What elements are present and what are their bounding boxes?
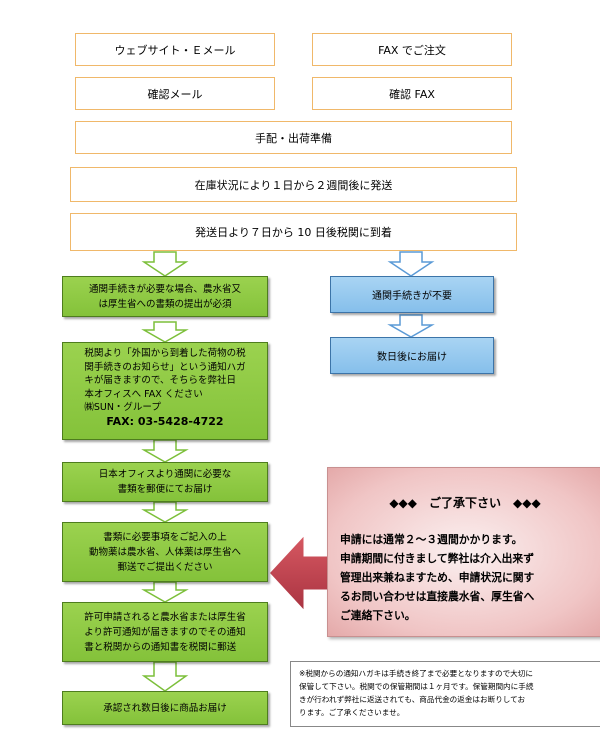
customs-not-required-box: 通関手続きが不要 — [330, 276, 494, 313]
confirm-email-box: 確認メール — [75, 77, 275, 110]
step4-line: 動物薬は農水省、人体薬は厚生省へ — [88, 546, 241, 558]
step2-line: 税関より「外国から到着した荷物の税 — [84, 348, 246, 359]
notice-line: 申請期間に付きまして弊社は介入出来ず — [340, 552, 535, 565]
arrival-label: 発送日より７日から 10 日後税関に到着 — [195, 226, 392, 239]
step4-line: 書類に必要事項をご記入の上 — [103, 531, 227, 543]
green-arrow-2 — [141, 321, 189, 343]
notice-line: 申請には通常２～３週間かかります。 — [340, 533, 523, 546]
fax-order-label: FAX でご注文 — [378, 43, 446, 57]
blue-arrow-2 — [387, 314, 435, 338]
footnote-line: ります。ご了承くださいませ。 — [299, 708, 405, 717]
footnote-line: 保管して下さい。税関での保管期間は１ヶ月です。保管期間内に手続 — [299, 682, 534, 691]
step4-line: 郵送でご提出ください — [117, 561, 213, 573]
notice-line: 管理出来兼ねますため、申請状況に関す — [340, 571, 535, 584]
notice-body: 申請には通常２～３週間かかります。 申請期間に付きまして弊社は介入出来ず 管理出… — [340, 530, 594, 625]
step3-line: 書類を郵便にてお届け — [117, 484, 213, 495]
right-step2-label: 数日後にお届け — [377, 352, 447, 363]
step5-line: 許可申請されると農水省または厚生省 — [84, 611, 246, 623]
step6-label: 承認され数日後に商品お届け — [103, 702, 227, 714]
permit-box: 許可申請されると農水省または厚生省 より許可通知が届きますのでその通知 書と税関… — [62, 602, 268, 662]
customs-notice-box: 税関より「外国から到着した荷物の税 関手続きのお知らせ」という通知ハガ キが届き… — [62, 342, 268, 440]
fax-number: FAX: 03-5428-4722 — [106, 414, 224, 428]
confirm-fax-box: 確認 FAX — [312, 77, 512, 110]
step1-line: は厚生省への書類の提出が必須 — [98, 298, 232, 310]
stock-label: 在庫状況により１日から２週間後に発送 — [194, 178, 393, 192]
arrange-box: 手配・出荷準備 — [75, 121, 512, 154]
web-email-box: ウェブサイト・Ｅメール — [75, 33, 275, 66]
customs-required-box: 通関手続きが必要な場合、農水省又 は厚生省への書類の提出が必須 — [62, 276, 268, 317]
green-arrow-6 — [141, 661, 189, 692]
blue-arrow-1 — [387, 251, 435, 277]
green-arrow-3 — [141, 439, 189, 463]
footnote-line: ※税関からの通知ハガキは手続き終了まで必要となりますので大切に — [299, 669, 533, 678]
arrange-label: 手配・出荷準備 — [255, 131, 332, 145]
step1-line: 通関手続きが必要な場合、農水省又 — [88, 283, 241, 295]
green-arrow-5 — [141, 581, 189, 603]
web-email-label: ウェブサイト・Ｅメール — [114, 43, 236, 57]
green-arrow-1 — [141, 251, 189, 277]
confirm-fax-label: 確認 FAX — [389, 87, 435, 101]
company-name: ㈱SUN・グループ — [84, 402, 161, 413]
arrival-box: 発送日より７日から 10 日後税関に到着 — [70, 213, 517, 251]
notice-panel: ◆◆◆ ご了承下さい ◆◆◆ 申請には通常２～３週間かかります。 申請期間に付き… — [327, 467, 600, 637]
notice-title: ◆◆◆ ご了承下さい ◆◆◆ — [389, 496, 541, 510]
fill-documents-box: 書類に必要事項をご記入の上 動物薬は農水省、人体薬は厚生省へ 郵送でご提出くださ… — [62, 522, 268, 582]
red-arrow — [265, 529, 332, 617]
footnote-box: ※税関からの通知ハガキは手続き終了まで必要となりますので大切に 保管して下さい。… — [290, 661, 600, 727]
step5-line: より許可通知が届きますのでその通知 — [84, 626, 246, 638]
step2-line: 本オフィスへ FAX ください — [84, 388, 203, 400]
step2-line: キが届きますので、そちらを弊社日 — [84, 375, 236, 386]
confirm-email-label: 確認メール — [147, 87, 203, 101]
step3-line: 日本オフィスより通関に必要な — [98, 469, 232, 480]
stock-box: 在庫状況により１日から２週間後に発送 — [70, 167, 517, 202]
fax-order-box: FAX でご注文 — [312, 33, 512, 66]
notice-line: るお問い合わせは直接農水省、厚生省へ — [340, 590, 535, 603]
documents-mail-box: 日本オフィスより通関に必要な 書類を郵便にてお届け — [62, 462, 268, 502]
green-arrow-4 — [141, 501, 189, 523]
step2-line: 関手続きのお知らせ」という通知ハガ — [84, 361, 246, 373]
notice-line: ご連絡下さい。 — [340, 609, 416, 622]
delivery-box: 承認され数日後に商品お届け — [62, 691, 268, 725]
footnote-line: きが行われず弊社に返送されても、商品代金の返金はお断りしてお — [299, 695, 526, 704]
right-step1-label: 通関手続きが不要 — [372, 291, 452, 302]
step5-line: 書と税関からの通知書を税関に郵送 — [84, 641, 237, 653]
delivery-days-box: 数日後にお届け — [330, 337, 494, 374]
